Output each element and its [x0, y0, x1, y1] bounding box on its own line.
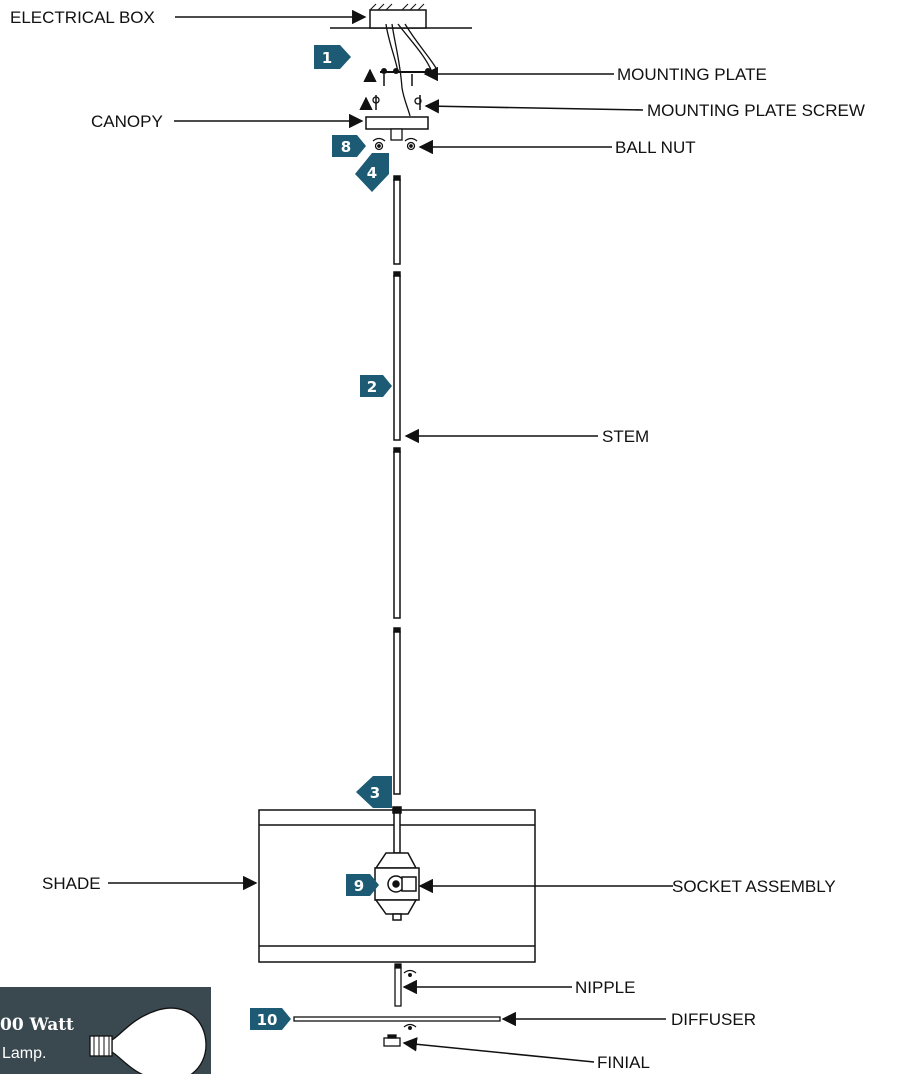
lamp-wattage: 00 Watt [0, 1015, 74, 1035]
canopy-part [365, 116, 429, 141]
electrical-box-part [330, 3, 472, 29]
svg-text:2: 2 [367, 378, 377, 396]
svg-text:8: 8 [341, 138, 351, 156]
svg-text:1: 1 [322, 49, 332, 67]
step-badge-2: 2 [360, 375, 392, 397]
label-socket-assembly: SOCKET ASSEMBLY [672, 877, 836, 896]
ball-nut-part [372, 137, 418, 151]
finial-part [383, 1034, 401, 1047]
leader-mounting-plate-screw [424, 99, 644, 114]
label-mounting-plate: MOUNTING PLATE [617, 65, 767, 84]
step-badge-9: 9 [346, 874, 379, 896]
socket-assembly-part [374, 806, 420, 921]
leader-finial [402, 1037, 595, 1063]
step-badge-8: 8 [332, 135, 366, 157]
label-shade: SHADE [42, 874, 101, 893]
svg-text:4: 4 [367, 164, 377, 182]
lamp-type: Lamp. [2, 1045, 46, 1062]
stem-part [393, 175, 401, 795]
svg-text:10: 10 [257, 1011, 278, 1029]
step-badge-4: 4 [355, 153, 389, 192]
mounting-plate-screw-part [359, 95, 422, 111]
step-badge-1: 1 [314, 45, 351, 69]
svg-text:9: 9 [354, 877, 364, 895]
step-badge-10: 10 [250, 1008, 291, 1030]
label-diffuser: DIFFUSER [671, 1010, 756, 1029]
step-badge-3: 3 [356, 776, 392, 808]
label-ball-nut: BALL NUT [615, 138, 696, 157]
leader-lines [108, 9, 673, 1063]
part-labels: ELECTRICAL BOX MOUNTING PLATE MOUNTING P… [10, 8, 865, 1072]
svg-text:3: 3 [370, 784, 380, 802]
lamp-note-panel: 00 Watt Lamp. [0, 987, 211, 1074]
wires-part [385, 23, 437, 117]
nipple-part [394, 963, 417, 1007]
label-nipple: NIPPLE [575, 978, 635, 997]
label-mounting-plate-screw: MOUNTING PLATE SCREW [647, 101, 865, 120]
light-bulb-icon [89, 1007, 207, 1074]
label-stem: STEM [602, 427, 649, 446]
diffuser-part [293, 1016, 501, 1030]
label-electrical-box: ELECTRICAL BOX [10, 8, 155, 27]
label-canopy: CANOPY [91, 112, 163, 131]
label-finial: FINIAL [597, 1053, 650, 1072]
step-badges: 1 8 4 2 3 9 10 [250, 45, 392, 1030]
